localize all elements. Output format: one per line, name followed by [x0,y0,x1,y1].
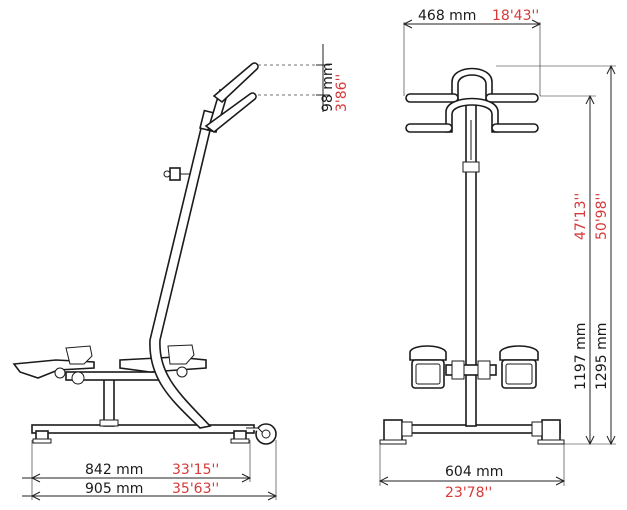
width-top-metric: 468 mm [418,8,476,24]
height-total-imperial: 50'98'' [594,193,610,240]
height-lower-imperial: 47'13'' [573,193,589,240]
side-support-post [103,377,115,427]
base-width-imperial: 23'78'' [445,485,492,501]
length-frame-imperial: 33'15'' [172,462,219,478]
handle-offset-imperial: 3'86'' [334,74,350,112]
side-adjust-knob [169,167,181,181]
base-width-metric: 604 mm [445,464,503,480]
height-total-metric: 1295 mm [594,323,610,390]
width-top-imperial: 18'43'' [492,8,539,24]
front-dimension-lines [378,19,616,486]
front-view [379,67,565,445]
side-base-bar [31,424,255,434]
length-frame-metric: 842 mm [85,462,143,478]
side-view [12,44,330,445]
side-main-column [149,119,213,429]
front-handle-upper [451,67,493,101]
front-pedal-right [499,345,539,361]
length-total-imperial: 35'63'' [172,481,219,497]
length-total-metric: 905 mm [85,481,143,497]
side-handle-lower [204,92,257,134]
front-pedal-left [409,345,447,361]
handle-offset-metric: 98 mm [320,62,336,112]
side-length-dimension-lines [22,440,278,501]
side-handle-upper [212,62,259,104]
height-lower-metric: 1197 mm [573,323,589,390]
